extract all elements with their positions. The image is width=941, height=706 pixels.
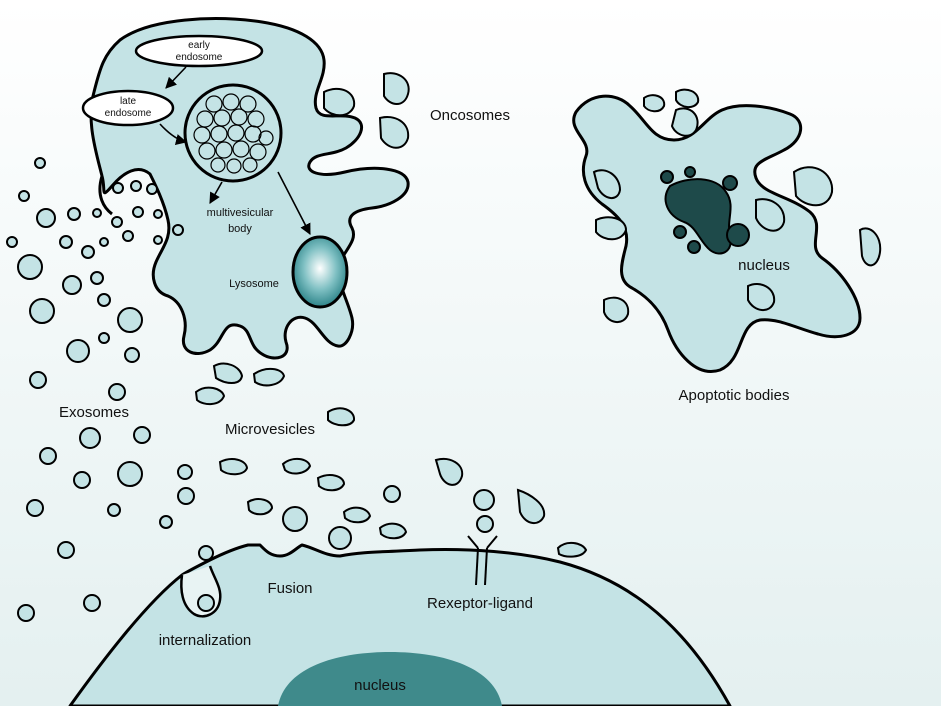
apoptotic-nucleus	[660, 166, 750, 255]
exosome-particles	[6, 157, 401, 622]
multivesicular-body	[183, 83, 283, 183]
lysosome	[291, 235, 349, 309]
oncosome-particles	[323, 72, 410, 149]
late-endosome-label-2: endosome	[105, 108, 152, 119]
fusion-label: Fusion	[267, 580, 312, 597]
mvb-label-2: body	[228, 223, 252, 235]
recipient-cell	[68, 543, 732, 706]
internalized-vesicle	[197, 594, 215, 612]
early-endosome-label-1: early	[188, 40, 210, 51]
internalization-label: internalization	[159, 632, 252, 649]
exosome-release-pocket	[98, 175, 113, 216]
early-endosome	[134, 34, 264, 68]
mvb-label-1: multivesicular	[207, 207, 274, 219]
microvesicles-label: Microvesicles	[225, 421, 315, 438]
arrow-mvb-to-lysosome	[277, 171, 311, 235]
apoptotic-fragments	[592, 88, 882, 323]
early-endosome-label-2: endosome	[176, 52, 223, 63]
exosomes-label: Exosomes	[59, 404, 129, 421]
recipient-nucleus-label: nucleus	[354, 677, 406, 694]
receptor-icon	[467, 535, 498, 586]
arrow-early-to-late	[165, 66, 187, 89]
ligand-vesicle	[476, 515, 494, 533]
arrow-late-to-mvb	[159, 123, 188, 145]
fusing-vesicle	[282, 506, 308, 532]
arrow-mvb-to-body	[209, 181, 223, 204]
microvesicle-particles	[194, 362, 588, 558]
recipient-nucleus	[278, 652, 502, 706]
apoptotic-bodies-label: Apoptotic bodies	[679, 387, 790, 404]
late-endosome	[81, 89, 175, 127]
oncosomes-label: Oncosomes	[430, 107, 510, 124]
fusing-vesicle-2	[328, 526, 352, 550]
lysosome-label: Lysosome	[229, 278, 279, 290]
late-endosome-label-1: late	[120, 96, 137, 107]
ligand-vesicle-2	[473, 489, 495, 511]
receptor-ligand-label: Rexeptor-ligand	[427, 595, 533, 612]
apoptotic-nucleus-label: nucleus	[738, 257, 790, 274]
